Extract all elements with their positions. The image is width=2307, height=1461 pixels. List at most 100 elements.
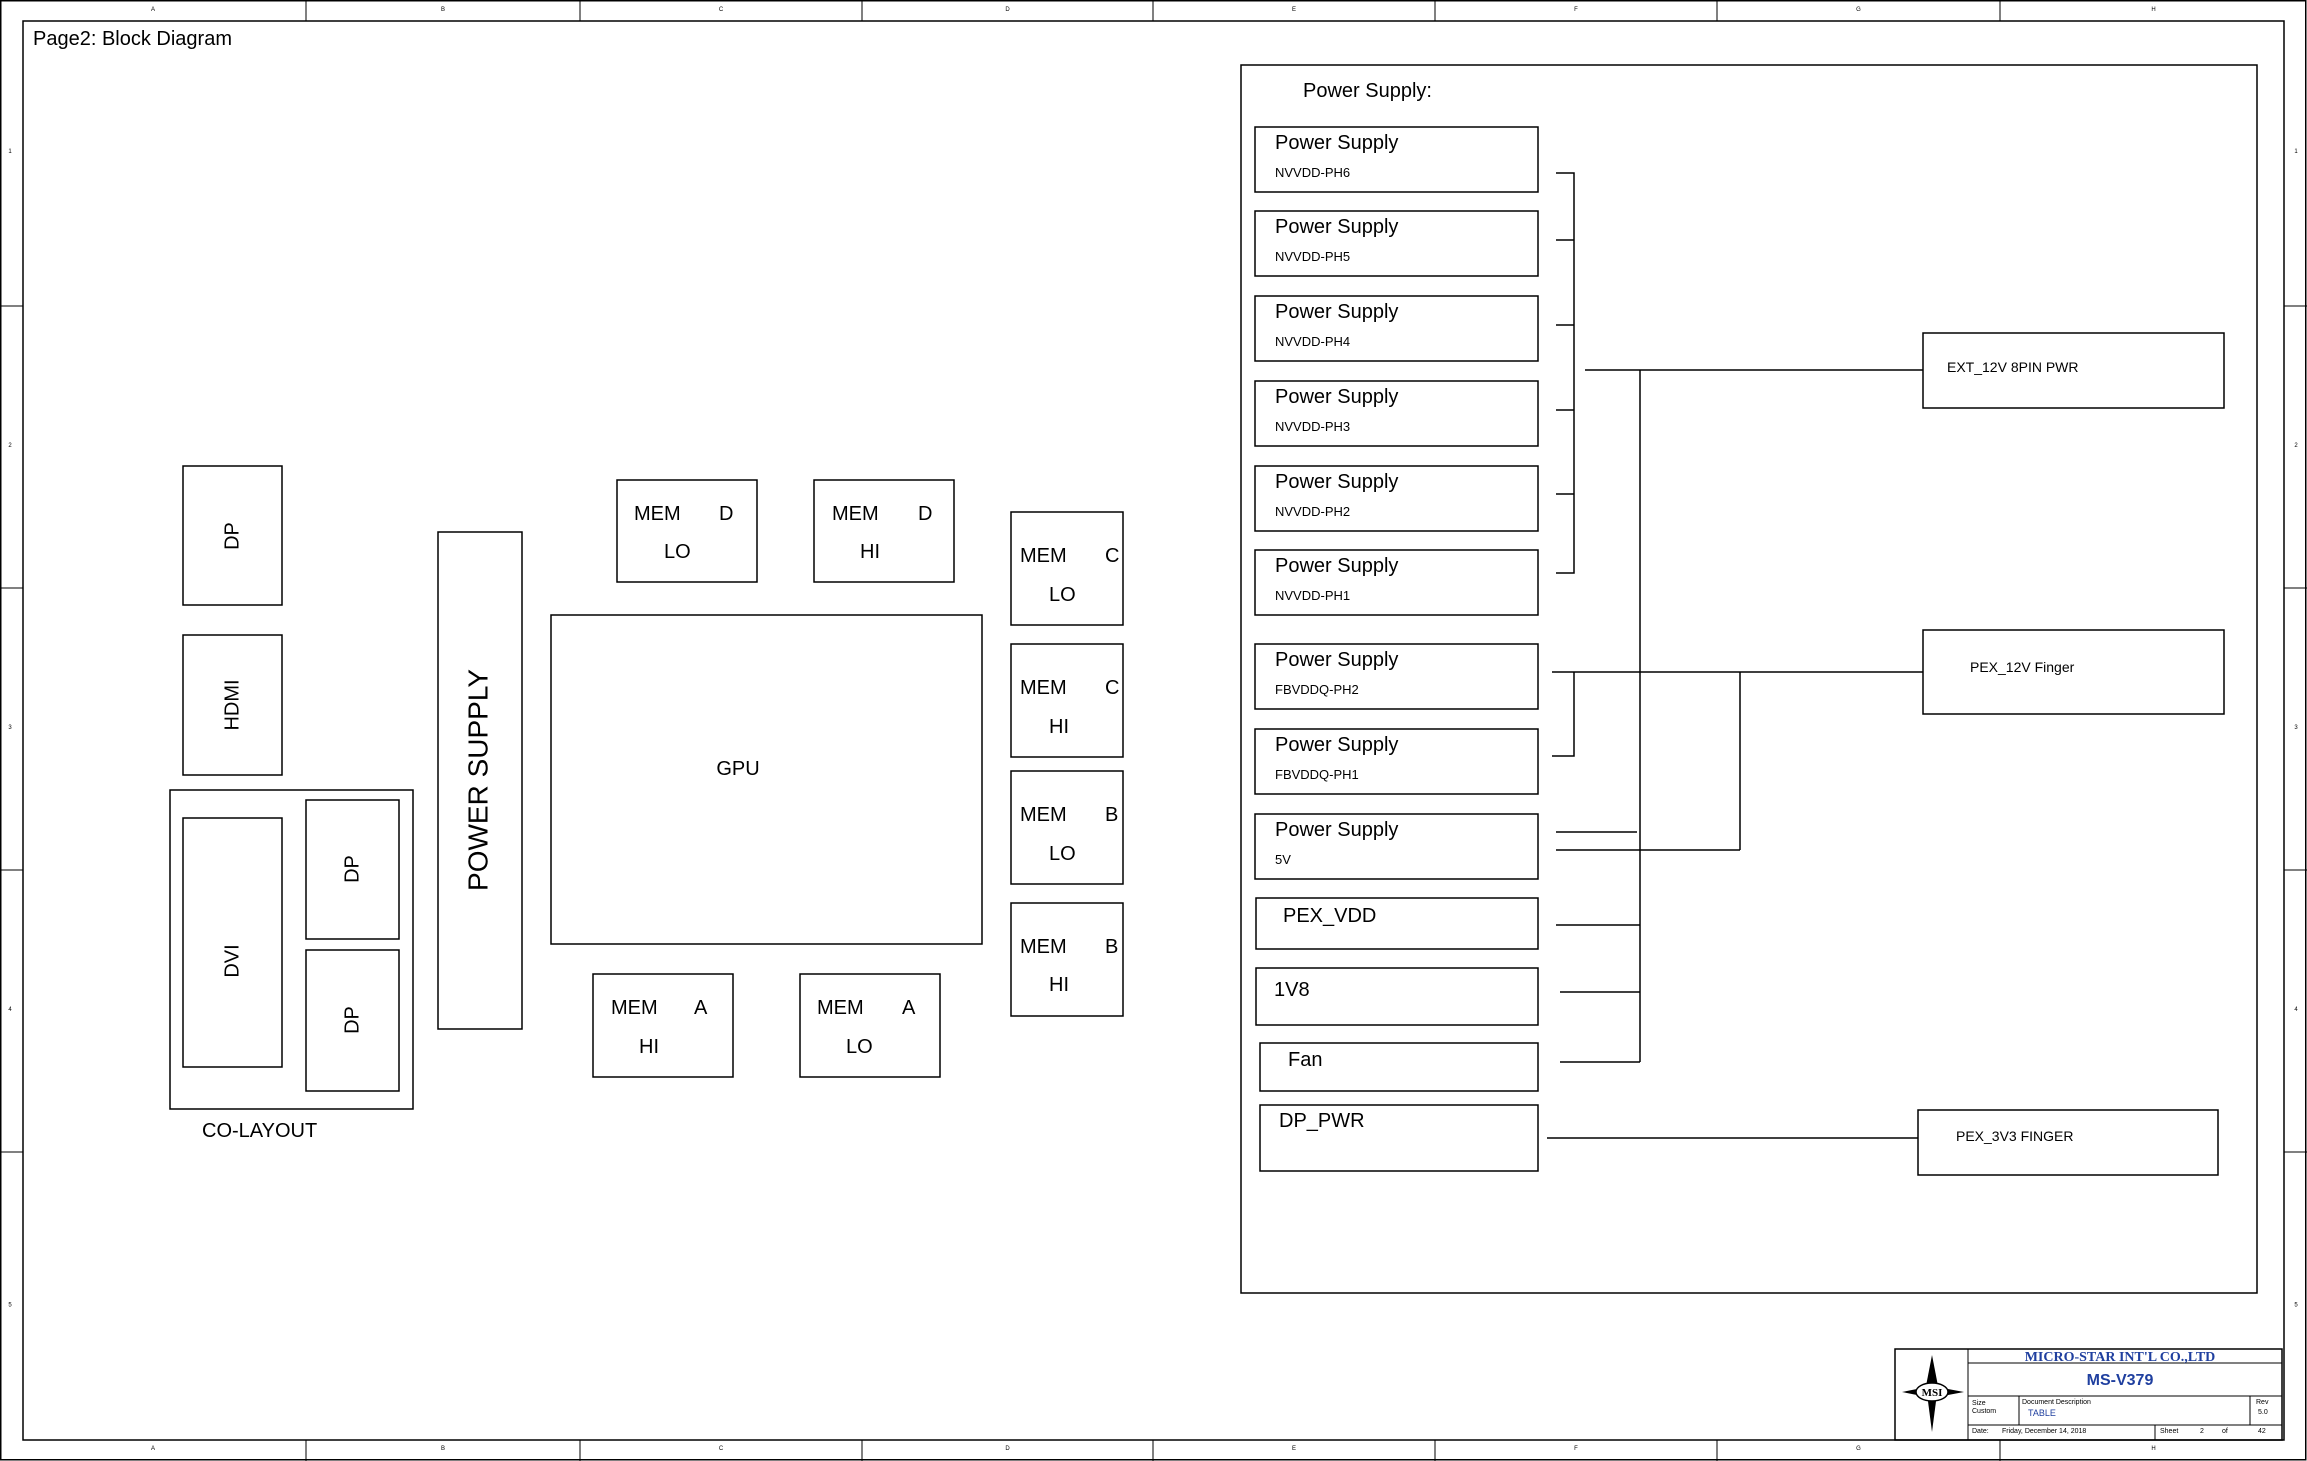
page-title: Page2: Block Diagram [33,28,232,50]
mem-c-hi-block: MEM C HI [1010,643,1124,758]
power-supply-label: Power Supply [1275,734,1398,756]
pex-12v-source: PEX_12V Finger [1922,629,2225,715]
size-label: Size [1972,1400,1986,1407]
msi-logo: MSI [1902,1355,1964,1432]
column-marker: G [1856,7,1861,13]
column-marker: E [1292,1446,1296,1452]
power-supply-label: Power Supply [1275,819,1398,841]
dp-lower-connector-box [305,949,400,1092]
rev-label: Rev [2256,1399,2269,1406]
power-supply-label: Power Supply [1275,132,1398,154]
date-value: Friday, December 14, 2018 [2002,1428,2086,1435]
mem-a-hi-name: MEM [611,997,658,1019]
mem-a-lo-channel: A [902,997,916,1019]
mem-b-hi-name: MEM [1020,936,1067,958]
row-marker: 1 [8,149,12,155]
hdmi-connector-box [182,634,283,776]
pex-3v3-label: PEX_3V3 FINGER [1956,1128,2074,1144]
main-power-supply-label: POWER SUPPLY [462,669,493,891]
power-supply-label: Power Supply [1275,301,1398,323]
pex-3v3-source: PEX_3V3 FINGER [1917,1109,2219,1176]
dp-connector-label: DP [221,522,243,550]
power-supply-rail: FBVDDQ-PH2 [1275,682,1359,697]
power-supply-item: Power Supply 5V [1254,813,1539,880]
fan-block: Fan [1259,1042,1539,1092]
column-marker: C [719,1446,724,1452]
pex-vdd-label: PEX_VDD [1283,905,1376,927]
doc-label: Document Description [2022,1399,2091,1406]
column-marker: E [1292,7,1296,13]
power-supply-rail: NVVDD-PH2 [1275,504,1350,519]
mem-b-lo-name: MEM [1020,804,1067,826]
power-supply-rail: NVVDD-PH5 [1275,249,1350,264]
power-section-heading: Power Supply: [1303,80,1432,102]
mem-c-hi-name: MEM [1020,677,1067,699]
column-marker: D [1005,1446,1010,1452]
row-marker: 3 [2294,725,2298,731]
column-marker: B [441,1446,445,1452]
mem-d-hi-name: MEM [832,503,879,525]
connector-group: DP HDMI DVI DP DP CO-LAYOUT [169,465,414,1142]
model-name: MS-V379 [2087,1372,2154,1389]
column-marker: H [2151,1446,2155,1452]
power-supply-rail: NVVDD-PH6 [1275,165,1350,180]
mem-d-lo-channel: D [719,503,733,525]
rev-value: 5.0 [2258,1409,2268,1416]
power-supply-label: Power Supply [1275,216,1398,238]
sheet-total: 42 [2258,1428,2266,1435]
mem-b-lo-block: MEM B LO [1010,770,1124,885]
mem-a-hi-channel: A [694,997,708,1019]
mem-d-hi-channel: D [918,503,932,525]
column-marker: H [2151,7,2155,13]
power-supply-rail: NVVDD-PH4 [1275,334,1350,349]
power-supply-label: Power Supply [1275,649,1398,671]
ext-12v-label: EXT_12V 8PIN PWR [1947,359,2079,375]
column-marker: D [1005,7,1010,13]
row-marker: 1 [2294,149,2298,155]
row-marker: 5 [8,1303,12,1309]
gpu-block: GPU [550,614,983,945]
fan-label: Fan [1288,1049,1322,1071]
mem-a-hi-block: MEM A HI [592,973,734,1078]
mem-b-hi-channel: B [1105,936,1118,958]
power-supply-label: Power Supply [1275,471,1398,493]
row-marker: 4 [2294,1007,2298,1013]
dp-lower-connector-label: DP [341,1006,363,1034]
column-marker: B [441,7,445,13]
mem-d-lo-name: MEM [634,503,681,525]
ext-12v-source: EXT_12V 8PIN PWR [1922,332,2225,409]
mem-c-lo-bank: LO [1049,584,1076,606]
power-section: Power Supply: Power SupplyNVVDD-PH6Power… [1240,64,2258,1294]
column-marker: G [1856,1446,1861,1452]
power-supply-rail: NVVDD-PH1 [1275,588,1350,603]
of-label: of [2222,1428,2228,1435]
column-marker: F [1574,7,1578,13]
power-supply-rail: FBVDDQ-PH1 [1275,767,1359,782]
column-marker: C [719,7,724,13]
mem-c-hi-channel: C [1105,677,1119,699]
power-supply-rail: 5V [1275,852,1291,867]
dp-connector-box [182,465,283,606]
sheet-number: 2 [2200,1428,2204,1435]
row-marker: 3 [8,725,12,731]
company-name: MICRO-STAR INT'L CO.,LTD [2025,1350,2216,1365]
mem-d-hi-block: MEM D HI [813,479,955,583]
mem-c-lo-block: MEM C LO [1010,511,1124,626]
power-supply-label: Power Supply [1275,386,1398,408]
column-marker: A [151,7,155,13]
svg-text:MSI: MSI [1922,1387,1943,1399]
mem-b-lo-bank: LO [1049,843,1076,865]
column-marker: F [1574,1446,1578,1452]
mem-c-lo-channel: C [1105,545,1119,567]
pex-vdd-block: PEX_VDD [1255,897,1539,950]
